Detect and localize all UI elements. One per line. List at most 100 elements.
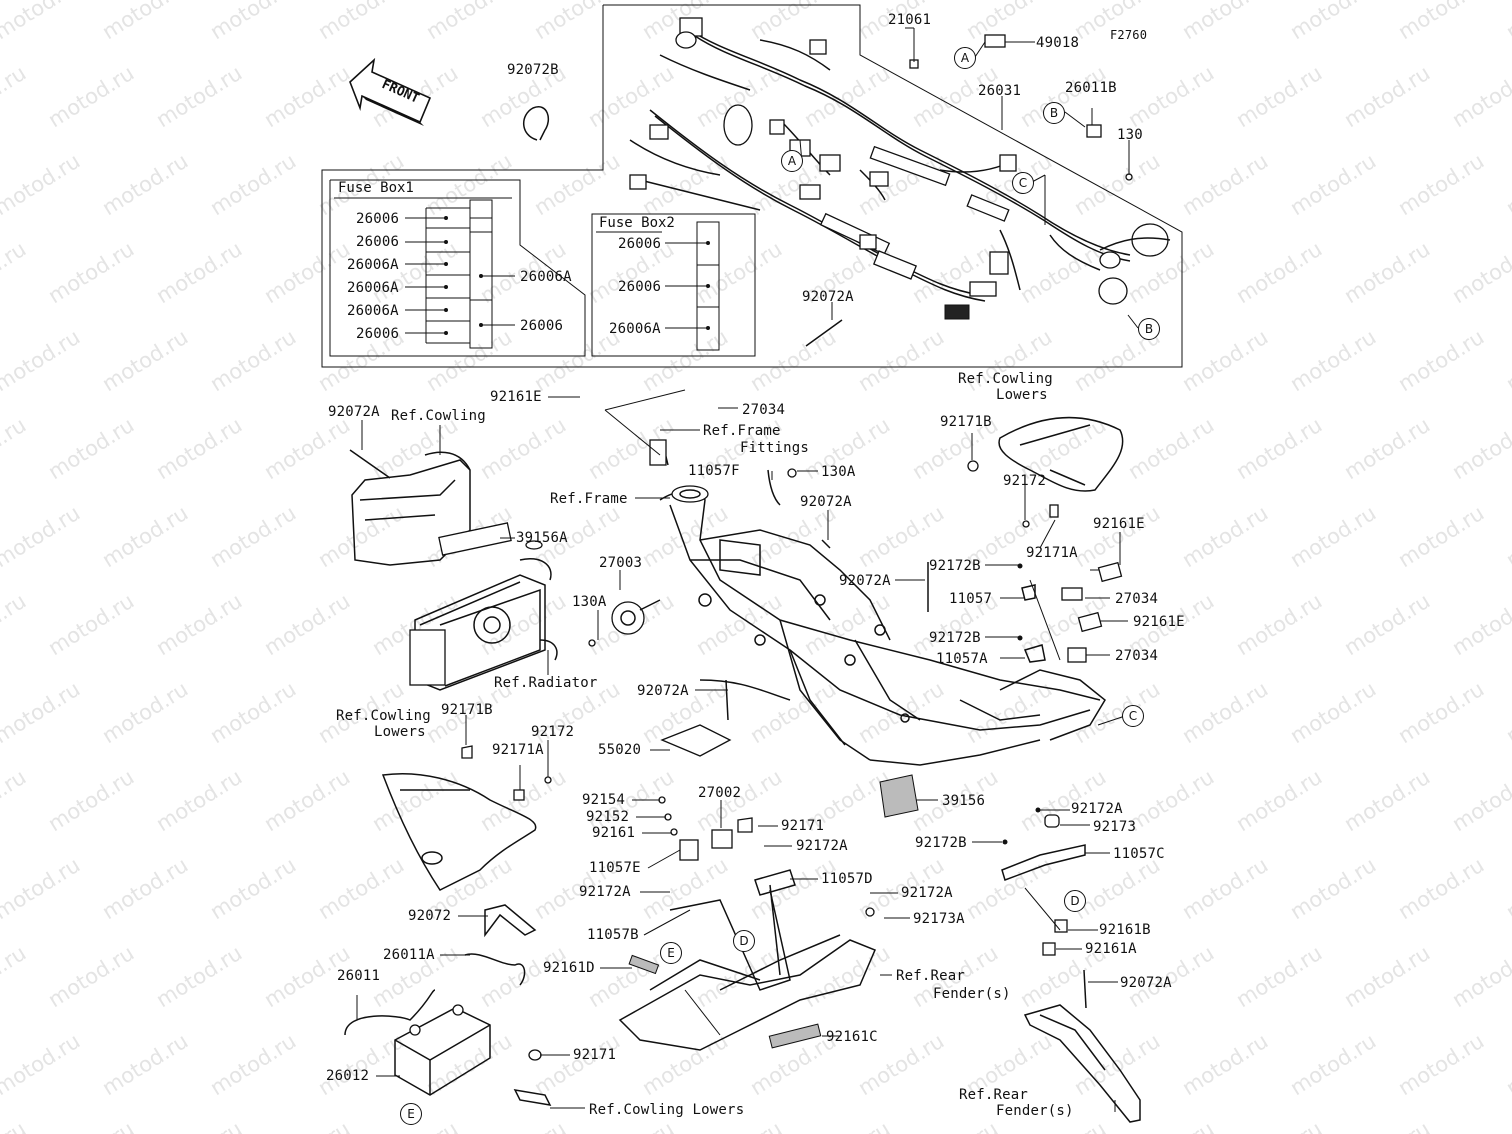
battery-26012	[344, 904, 537, 1096]
part-label: 92172A	[579, 884, 631, 900]
part-label: 27002	[698, 785, 742, 801]
part-label: 11057A	[936, 651, 988, 667]
fuse-box-1-leaders	[405, 207, 515, 344]
part-label: 92072B	[507, 62, 559, 78]
part-label: 92172A	[901, 885, 953, 901]
clip-92072b	[523, 106, 549, 141]
callout-c: C	[1122, 705, 1144, 727]
motorcycle-frame	[649, 439, 1106, 766]
front-arrow: FRONT	[349, 57, 432, 126]
part-label: 26031	[978, 83, 1022, 99]
radiator-assembly	[349, 449, 558, 691]
part-label: 92171	[781, 818, 825, 834]
part-label: 92172	[1003, 473, 1047, 489]
part-label: 130	[1117, 127, 1143, 143]
fuse-box-1-border	[329, 179, 586, 357]
callout-e: E	[660, 942, 682, 964]
callout-a: A	[781, 150, 803, 172]
reference-label: Lowers	[996, 387, 1048, 403]
pad-39156	[879, 774, 919, 818]
part-label: 26011B	[1065, 80, 1117, 96]
part-label: 92072A	[637, 683, 689, 699]
part-label: 92171A	[1026, 545, 1078, 561]
fuse-box-1-label: 26006A	[520, 269, 572, 285]
figure-code: F2760	[1110, 28, 1148, 42]
fuse-box-2-label: 26006	[618, 279, 662, 295]
center-lower-leaders	[540, 799, 910, 1109]
fuse-box-1-label: 26006	[356, 211, 400, 227]
part-label: 92172A	[1071, 801, 1123, 817]
fuse-box-1-label: 26006	[520, 318, 564, 334]
fuse-box-1-label: 26006A	[347, 280, 399, 296]
part-label: 27034	[1115, 648, 1159, 664]
reference-label: Fender(s)	[933, 986, 1011, 1002]
fuse-box-1-label: 26006A	[347, 303, 399, 319]
reference-label: Ref.Rear	[896, 968, 966, 984]
reference-label: Fittings	[740, 440, 810, 456]
part-label: 92172B	[929, 558, 981, 574]
part-label: 92161C	[826, 1029, 878, 1045]
part-label: 130A	[572, 594, 607, 610]
frame-leaders	[548, 389, 1126, 801]
part-label: 27003	[599, 555, 643, 571]
part-label: 49018	[1036, 35, 1080, 51]
part-label: 55020	[598, 742, 642, 758]
part-label: 27034	[742, 402, 786, 418]
callout-a: A	[954, 47, 976, 69]
fuse-box-2-border	[591, 213, 756, 357]
fuse-box-2-label: 26006A	[609, 321, 661, 337]
cowling-lower-right	[967, 416, 1124, 528]
part-label: 92072A	[839, 573, 891, 589]
part-label: 92161	[592, 825, 636, 841]
part-label: 92154	[582, 792, 626, 808]
reference-label: Ref.Cowling	[391, 408, 486, 424]
part-label: 27034	[1115, 591, 1159, 607]
part-label: 11057F	[688, 463, 740, 479]
reference-label: Ref.Frame	[550, 491, 628, 507]
part-label: 11057E	[589, 860, 641, 876]
part-label: 26011A	[383, 947, 435, 963]
reference-label: Ref.Cowling Lowers	[589, 1102, 745, 1118]
part-label: 92161E	[1133, 614, 1185, 630]
part-label: 92173	[1093, 819, 1137, 835]
reference-label: Lowers	[374, 724, 426, 740]
harness-section-border	[321, 4, 1183, 368]
part-label: 11057B	[587, 927, 639, 943]
part-label: 92161E	[1093, 516, 1145, 532]
part-label: 92072A	[800, 494, 852, 510]
part-label: 26012	[326, 1068, 370, 1084]
fuse-box-1-label: 26006	[356, 234, 400, 250]
part-label: 92171B	[940, 414, 992, 430]
callout-e: E	[400, 1103, 422, 1125]
part-label: 39156	[942, 793, 986, 809]
part-label: 92161E	[490, 389, 542, 405]
reference-label: Ref.Rear	[959, 1087, 1029, 1103]
fuse-box-1-block	[469, 199, 493, 349]
fuse-box-1-title: Fuse Box1	[338, 180, 414, 196]
right-lower-leaders	[972, 809, 1118, 1112]
part-label: 11057C	[1113, 846, 1165, 862]
reference-label: Ref.Radiator	[494, 675, 598, 691]
part-label: 11057	[949, 591, 993, 607]
part-label: 92072A	[802, 289, 854, 305]
reference-label: Fender(s)	[996, 1103, 1074, 1119]
part-label: 130A	[821, 464, 856, 480]
part-label: 92161D	[543, 960, 595, 976]
reference-label: Ref.Frame	[703, 423, 781, 439]
callout-b: B	[1138, 318, 1160, 340]
part-label: 92072A	[1120, 975, 1172, 991]
fuse-box-1-label: 26006	[356, 326, 400, 342]
part-label: 92152	[586, 809, 630, 825]
horn-27003	[588, 599, 661, 647]
reference-label: Ref.Cowling	[958, 371, 1053, 387]
part-label: 92161A	[1085, 941, 1137, 957]
right-mid-parts	[1017, 561, 1123, 663]
part-label: 92072	[408, 908, 452, 924]
part-label: 92171B	[441, 702, 493, 718]
right-mid-leaders	[971, 433, 1128, 661]
left-lower-leaders	[356, 715, 549, 1077]
part-label: 92172A	[796, 838, 848, 854]
part-label: 92171	[573, 1047, 617, 1063]
